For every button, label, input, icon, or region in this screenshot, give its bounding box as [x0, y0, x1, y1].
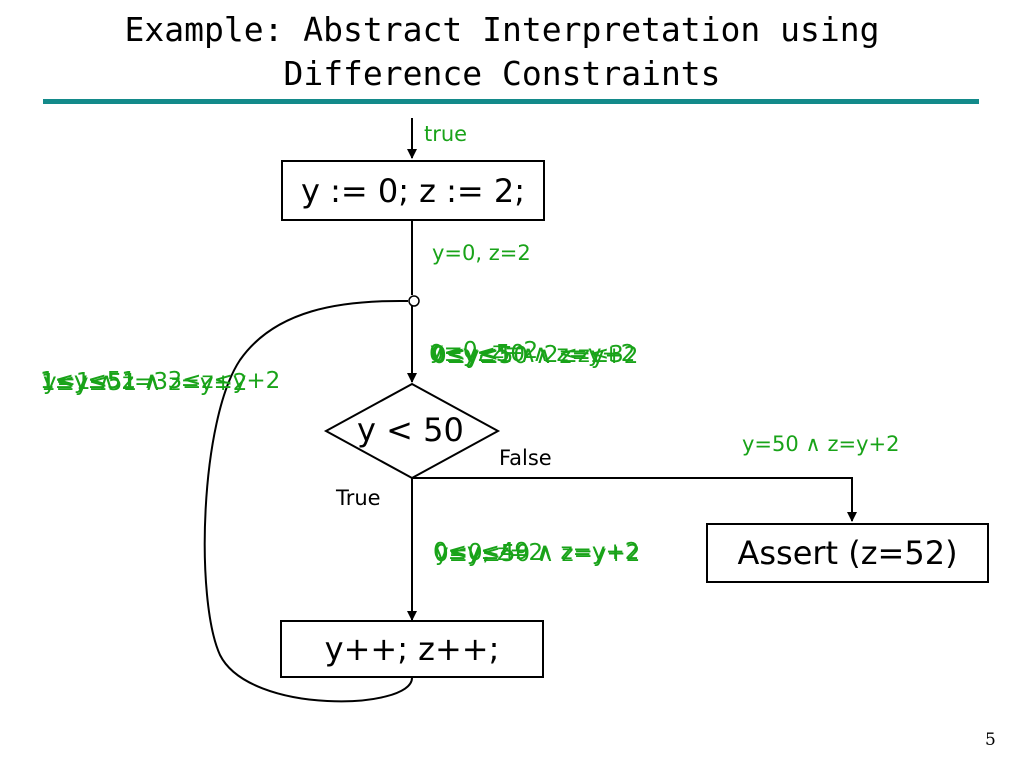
loop-body-fact-2: y=0, z=2	[435, 540, 544, 566]
page-number: 5	[985, 730, 996, 750]
entry-label: true	[424, 122, 468, 146]
title-underline	[43, 99, 979, 104]
back-edge-fact-3: 1≤y≤51 ∧ z=y+2	[41, 370, 248, 396]
title-line-1: Example: Abstract Interpretation using	[124, 10, 880, 49]
exit-fact: y=50 ∧ z=y+2	[742, 432, 900, 456]
loop-head-fact-2: 0≤y≤1 ∧ 2≤z≤3	[431, 342, 624, 368]
assert-node: Assert (z=52)	[706, 523, 989, 583]
init-node-label: y := 0; z := 2;	[300, 171, 526, 210]
loop-body-fact-3: 0≤y≤50 ∧ z=y+2	[434, 541, 641, 567]
join-point	[408, 295, 420, 307]
false-edge	[412, 477, 857, 522]
true-branch-label: True	[336, 486, 381, 510]
title-line-2: Difference Constraints	[283, 54, 721, 93]
slide-title: Example: Abstract Interpretation using D…	[0, 8, 1004, 96]
loop-head-fact-3: y=0, z=2	[430, 338, 539, 364]
back-edge-fact-2: y=1 ∧ z=3	[43, 369, 168, 395]
loop-head-fact-1: 0≤y≤50 ∧ z=y+2	[429, 341, 636, 367]
back-edge	[203, 299, 413, 703]
false-branch-label: False	[499, 446, 552, 470]
condition-label: y < 50	[357, 411, 464, 449]
loop-body-fact-1: 0≤y≤49 ∧ z=y+2	[433, 539, 640, 565]
after-init-fact: y=0, z=2	[432, 241, 531, 265]
back-edge-fact-1: 1≤y≤51 ∧ 3≤z≤y+2	[40, 368, 281, 394]
assert-label: Assert (z=52)	[737, 534, 958, 572]
init-node: y := 0; z := 2;	[281, 160, 545, 221]
loop-head-fact-4: 0≤y≤50 ∧ z=y+2	[432, 343, 639, 369]
loop-body-label: y++; z++;	[324, 630, 500, 668]
loop-body-node: y++; z++;	[280, 620, 544, 678]
